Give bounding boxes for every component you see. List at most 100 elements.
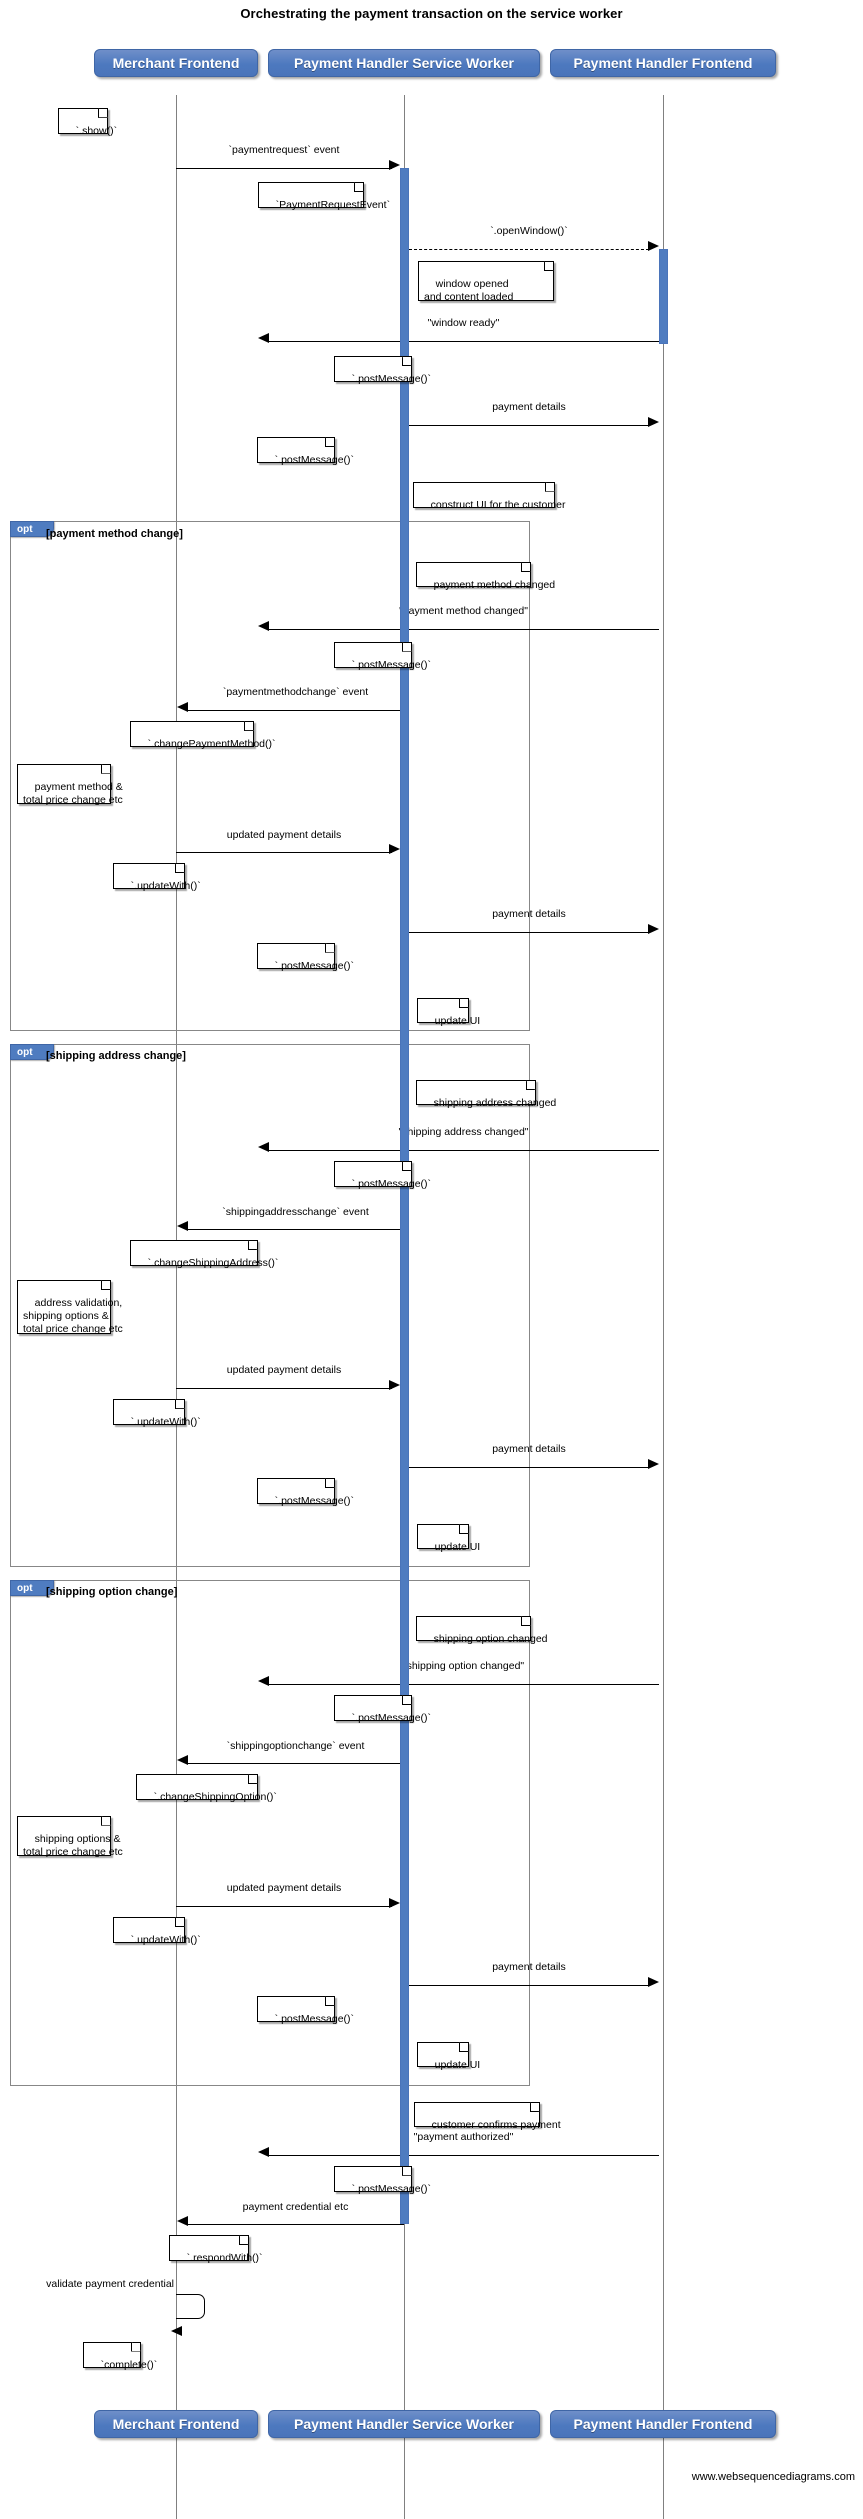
message-label-window-ready: "window ready" [427, 316, 500, 329]
fragment-keyword-label: opt [17, 524, 33, 536]
message-line-shipping-address-changed [268, 1150, 659, 1152]
message-label-shipping-address-changed: "shipping address changed" [398, 1126, 529, 1139]
note-postmessage-5: `.postMessage()` [334, 1161, 431, 1190]
note-text: `.updateWith()` [130, 880, 201, 893]
message-label-payment-details-1: payment details [492, 400, 566, 413]
note-text: `complete()` [100, 2358, 158, 2371]
note-postmessage-6: `.postMessage()` [257, 1478, 354, 1507]
actor-payment-handler-frontend-top[interactable]: Payment Handler Frontend [550, 49, 776, 78]
message-line-shippingoptionchange [187, 1763, 404, 1765]
fragment-condition-3: [shipping option change] [46, 1585, 178, 1598]
lifeline-payment-handler-frontend [663, 95, 664, 2519]
activation-service-worker [400, 167, 409, 2225]
note-text: `.postMessage()` [274, 2013, 355, 2026]
note-payment-method-price-change: payment method & total price change etc [17, 763, 123, 806]
message-line-shipping-option-changed [268, 1684, 659, 1686]
fragment-condition-2: [shipping address change] [46, 1050, 186, 1063]
message-label-openwindow: `.openWindow()` [490, 224, 568, 237]
message-label-payment-details-2: payment details [492, 907, 566, 920]
message-line-payment-authorized [268, 2154, 659, 2156]
note-postmessage-2: `.postMessage()` [257, 437, 354, 466]
note-change-payment-method: `.changePaymentMethod()` [130, 720, 275, 750]
actor-label: Payment Handler Service Worker [294, 55, 514, 72]
actor-payment-handler-frontend-bottom[interactable]: Payment Handler Frontend [550, 2409, 776, 2438]
message-line-payment-details-1 [409, 424, 649, 426]
message-line-updated-payment-details-3 [176, 1905, 392, 1907]
message-line-paymentmethodchange [187, 709, 404, 711]
note-text: `.postMessage()` [351, 658, 432, 671]
actor-service-worker-top[interactable]: Payment Handler Service Worker [268, 49, 540, 78]
fragment-shipping-address-change [10, 1044, 530, 1567]
message-self-validate-credential [176, 2294, 205, 2320]
message-label-paymentrequest: `paymentrequest` event [228, 144, 340, 157]
note-text: payment method changed [433, 579, 556, 592]
fragment-keyword-opt-2: opt [10, 1044, 54, 1061]
note-text: shipping options & total price change et… [23, 1832, 123, 1858]
message-arrow-payment-method-changed [258, 621, 269, 632]
message-arrow-window-ready [258, 332, 269, 343]
fragment-shipping-option-change [10, 1579, 530, 2087]
note-postmessage-9: `.postMessage()` [334, 2165, 431, 2195]
actor-label: Payment Handler Service Worker [294, 2415, 514, 2432]
message-arrow-shippingoptionchange [177, 1755, 188, 1766]
message-label-paymentmethodchange: `paymentmethodchange` event [222, 685, 369, 698]
note-show: `.show()` [58, 107, 117, 137]
message-label-payment-details-4: payment details [492, 1961, 566, 1974]
note-payment-method-changed: payment method changed [416, 562, 555, 591]
message-line-payment-details-3 [409, 1467, 649, 1469]
message-arrow-openwindow [648, 240, 659, 251]
note-shipping-option-changed: shipping option changed [416, 1615, 548, 1645]
note-text: shipping option changed [433, 1632, 548, 1645]
note-text: `.postMessage()` [351, 2182, 432, 2195]
note-text: `.changePaymentMethod()` [147, 737, 276, 750]
actor-merchant-frontend-bottom[interactable]: Merchant Frontend [94, 2409, 258, 2438]
message-label-updated-payment-details-2: updated payment details [226, 1364, 342, 1377]
message-label-updated-payment-details-1: updated payment details [226, 828, 342, 841]
message-arrow-payment-details-2 [648, 923, 659, 934]
note-text: update UI [434, 2059, 481, 2072]
note-payment-request-event: `PaymentRequestEvent` [258, 182, 390, 211]
note-shipping-options-price-change: shipping options & total price change et… [17, 1815, 123, 1858]
message-label-payment-credential: payment credential etc [242, 2200, 349, 2213]
actor-merchant-frontend-top[interactable]: Merchant Frontend [94, 49, 258, 78]
note-update-ui-1: update UI [417, 998, 480, 1027]
note-change-shipping-address: `.changeShippingAddress()` [130, 1240, 278, 1269]
message-arrow-paymentrequest [389, 160, 400, 170]
message-label-updated-payment-details-3: updated payment details [226, 1882, 342, 1895]
note-text: payment method & total price change etc [23, 780, 123, 806]
note-text: update UI [434, 1541, 481, 1554]
message-arrow-payment-authorized [258, 2146, 269, 2157]
note-address-validation: address validation, shipping options & t… [17, 1280, 123, 1335]
note-text: `.postMessage()` [351, 373, 432, 386]
note-text: `.postMessage()` [274, 454, 355, 467]
note-shipping-address-changed: shipping address changed [416, 1080, 556, 1109]
note-text: address validation, shipping options & t… [23, 1297, 123, 1336]
message-label-payment-authorized: "payment authorized" [413, 2130, 514, 2143]
note-update-ui-2: update UI [417, 1524, 480, 1553]
actor-service-worker-bottom[interactable]: Payment Handler Service Worker [268, 2409, 540, 2438]
note-update-with-2: `.updateWith()` [113, 1398, 201, 1428]
note-text: construct UI for the customer [430, 498, 566, 511]
note-respond-with: `.respondWith()` [169, 2235, 263, 2264]
note-update-with-1: `.updateWith()` [113, 863, 201, 892]
note-change-shipping-option: `.changeShippingOption()` [136, 1774, 277, 1803]
activation-payment-handler-frontend [659, 248, 668, 344]
message-arrow-payment-details-3 [648, 1459, 659, 1470]
note-text: window opened and content loaded [424, 278, 514, 304]
note-text: customer confirms payment [431, 2119, 561, 2132]
message-line-updated-payment-details-2 [176, 1387, 392, 1389]
note-complete: `complete()` [83, 2341, 157, 2371]
note-text: `.updateWith()` [130, 1415, 201, 1428]
message-line-payment-details-2 [409, 931, 649, 933]
message-label-validate-credential: validate payment credential [46, 2278, 174, 2291]
message-line-payment-method-changed [268, 628, 659, 630]
message-line-payment-credential [187, 2224, 404, 2226]
message-label-shipping-option-changed: "shipping option changed" [402, 1660, 525, 1673]
note-text: `.postMessage()` [351, 1712, 432, 1725]
note-update-with-3: `.updateWith()` [113, 1916, 201, 1946]
message-line-paymentrequest [176, 167, 392, 169]
note-text: `.changeShippingAddress()` [147, 1257, 279, 1270]
fragment-keyword-label: opt [17, 1582, 33, 1594]
note-text: `.changeShippingOption()` [153, 1791, 277, 1804]
